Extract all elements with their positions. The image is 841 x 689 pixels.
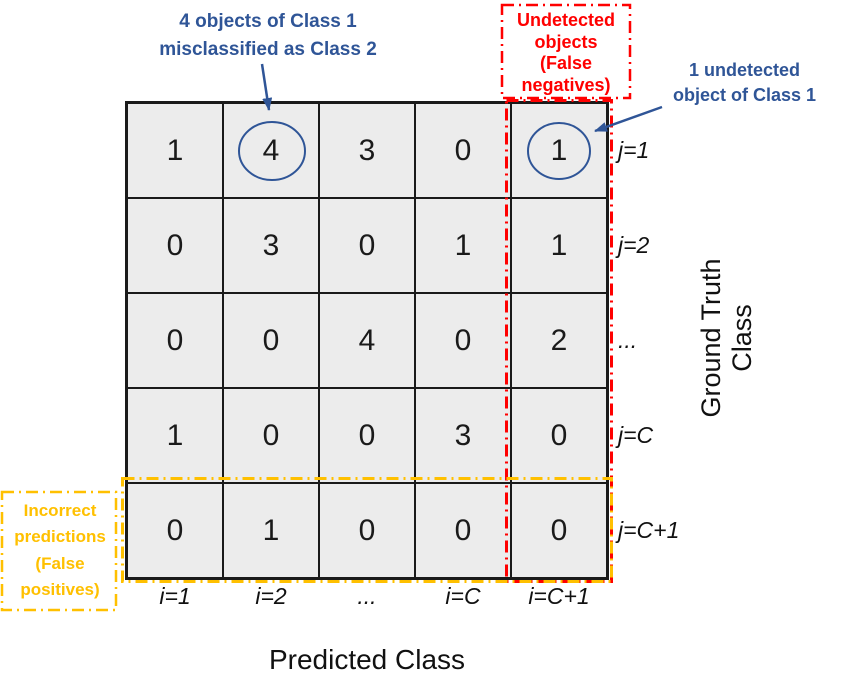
- matrix-cell: 3: [223, 198, 319, 293]
- annotation-misclassified: 4 objects of Class 1 misclassified as Cl…: [159, 11, 377, 60]
- matrix-cell: 0: [127, 198, 223, 293]
- y-tick-label: j=C: [618, 422, 654, 448]
- x-tick-label: i=1: [159, 583, 191, 609]
- matrix-cell: 1: [127, 388, 223, 483]
- y-tick-label: j=2: [618, 232, 650, 258]
- matrix-cell: 1: [127, 103, 223, 198]
- matrix-cell: 4: [319, 293, 415, 388]
- matrix-cell: 0: [127, 293, 223, 388]
- matrix-cell: 1: [415, 198, 511, 293]
- matrix-cell: 3: [319, 103, 415, 198]
- matrix-cell: 1: [511, 198, 607, 293]
- annotation-undetected-object: 1 undetected object of Class 1: [672, 60, 817, 106]
- x-tick-label: i=C+1: [528, 583, 590, 609]
- matrix-cell: 1: [223, 483, 319, 578]
- annotation-false-positives: Incorrect predictions (False positives): [14, 501, 106, 600]
- x-tick-label: ...: [357, 583, 377, 609]
- matrix-cell: 2: [511, 293, 607, 388]
- matrix-cell: 0: [415, 483, 511, 578]
- y-axis-ticks: j=1 j=2 ... j=C j=C+1: [614, 103, 694, 578]
- matrix-cell: 0: [223, 293, 319, 388]
- matrix-cell: 0: [319, 388, 415, 483]
- y-tick-label: ...: [618, 327, 638, 353]
- x-tick-label: i=C: [445, 583, 481, 609]
- matrix-cell: 0: [223, 388, 319, 483]
- matrix-cell: 0: [511, 483, 607, 578]
- x-tick-label: i=2: [255, 583, 287, 609]
- y-tick-label: j=C+1: [618, 517, 680, 543]
- matrix-cell: 0: [319, 483, 415, 578]
- matrix-cell: 4: [223, 103, 319, 198]
- y-tick-label: j=1: [618, 137, 650, 163]
- x-axis-title: Predicted Class: [268, 644, 466, 675]
- matrix-cell: 0: [127, 483, 223, 578]
- matrix-cell: 0: [415, 293, 511, 388]
- matrix-cell: 0: [319, 198, 415, 293]
- matrix-cell: 1: [511, 103, 607, 198]
- annotation-false-negatives: Undetected objects (False negatives): [516, 10, 615, 95]
- matrix-cell: 3: [415, 388, 511, 483]
- x-axis-ticks: i=1 i=2 ... i=C i=C+1: [127, 583, 607, 610]
- matrix-grid: 1 4 3 0 1 0 3 0 1 1 0 0 4 0 2 1 0 0 3 0 …: [125, 101, 609, 580]
- matrix-cell: 0: [415, 103, 511, 198]
- y-axis-title: Ground Truth Class: [696, 258, 757, 418]
- matrix-cell: 0: [511, 388, 607, 483]
